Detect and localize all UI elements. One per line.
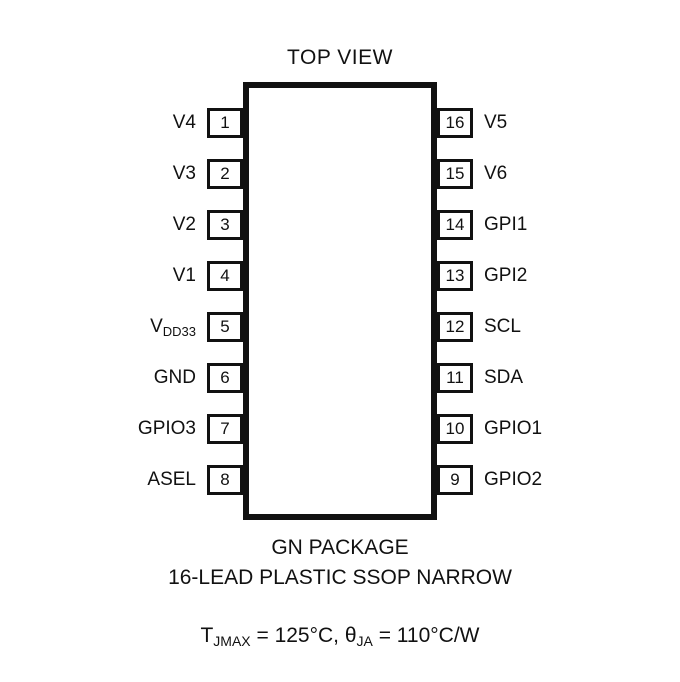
package-description: 16-LEAD PLASTIC SSOP NARROW (168, 566, 512, 589)
pin-label: GPI2 (484, 264, 528, 286)
pin-number-box: 2 (207, 159, 243, 189)
pin-row-left-4: V1 4 (0, 261, 243, 291)
pin-row-left-2: V3 2 (0, 159, 243, 189)
pin-row-left-8: ASEL 8 (0, 465, 243, 495)
pin-label: GPIO1 (484, 417, 543, 439)
pin-row-left-7: GPIO3 7 (0, 414, 243, 444)
pin-row-right-11: 11 SDA (437, 363, 680, 393)
pin-number-box: 1 (207, 108, 243, 138)
pin-label: SDA (484, 366, 524, 388)
pin-label: VDD33 (150, 315, 196, 339)
pin-label: GPI1 (484, 213, 528, 235)
pin-label: GPIO3 (137, 417, 196, 439)
ic-package-body (243, 82, 437, 520)
pin-number-box: 13 (437, 261, 473, 291)
pin-number-box: 6 (207, 363, 243, 393)
pin-number-box: 5 (207, 312, 243, 342)
pin-label: V1 (172, 264, 196, 286)
pin-row-left-3: V2 3 (0, 210, 243, 240)
pin-number-box: 10 (437, 414, 473, 444)
pin-row-right-9: 9 GPIO2 (437, 465, 680, 495)
pin-label: SCL (484, 315, 521, 337)
pin-number-box: 12 (437, 312, 473, 342)
pin-number-box: 9 (437, 465, 473, 495)
pin-label: ASEL (147, 468, 196, 490)
pin-number-box: 8 (207, 465, 243, 495)
pin-row-left-1: V4 1 (0, 108, 243, 138)
top-view-title: TOP VIEW (287, 46, 393, 69)
pin-row-right-10: 10 GPIO1 (437, 414, 680, 444)
pin-row-right-16: 16 V5 (437, 108, 680, 138)
pin-number-box: 15 (437, 159, 473, 189)
pin-label: V4 (172, 111, 196, 133)
pin-number-box: 14 (437, 210, 473, 240)
pin-row-right-13: 13 GPI2 (437, 261, 680, 291)
pin-number-box: 4 (207, 261, 243, 291)
pin-number-box: 11 (437, 363, 473, 393)
pin-row-left-5: VDD33 5 (0, 312, 243, 342)
pin-number-box: 16 (437, 108, 473, 138)
pin-row-left-6: GND 6 (0, 363, 243, 393)
pin-label: GPIO2 (484, 468, 543, 490)
pin-number-box: 3 (207, 210, 243, 240)
pin-row-right-14: 14 GPI1 (437, 210, 680, 240)
thermal-specs: TJMAX = 125°C, θJA = 110°C/W (200, 624, 480, 649)
pin-label: V6 (484, 162, 508, 184)
pin-row-right-15: 15 V6 (437, 159, 680, 189)
pin-number-box: 7 (207, 414, 243, 444)
pin-label: V2 (172, 213, 196, 235)
pin-label: GND (153, 366, 196, 388)
pin-row-right-12: 12 SCL (437, 312, 680, 342)
package-name: GN PACKAGE (271, 536, 409, 559)
pin-label: V5 (484, 111, 508, 133)
pin-label: V3 (172, 162, 196, 184)
